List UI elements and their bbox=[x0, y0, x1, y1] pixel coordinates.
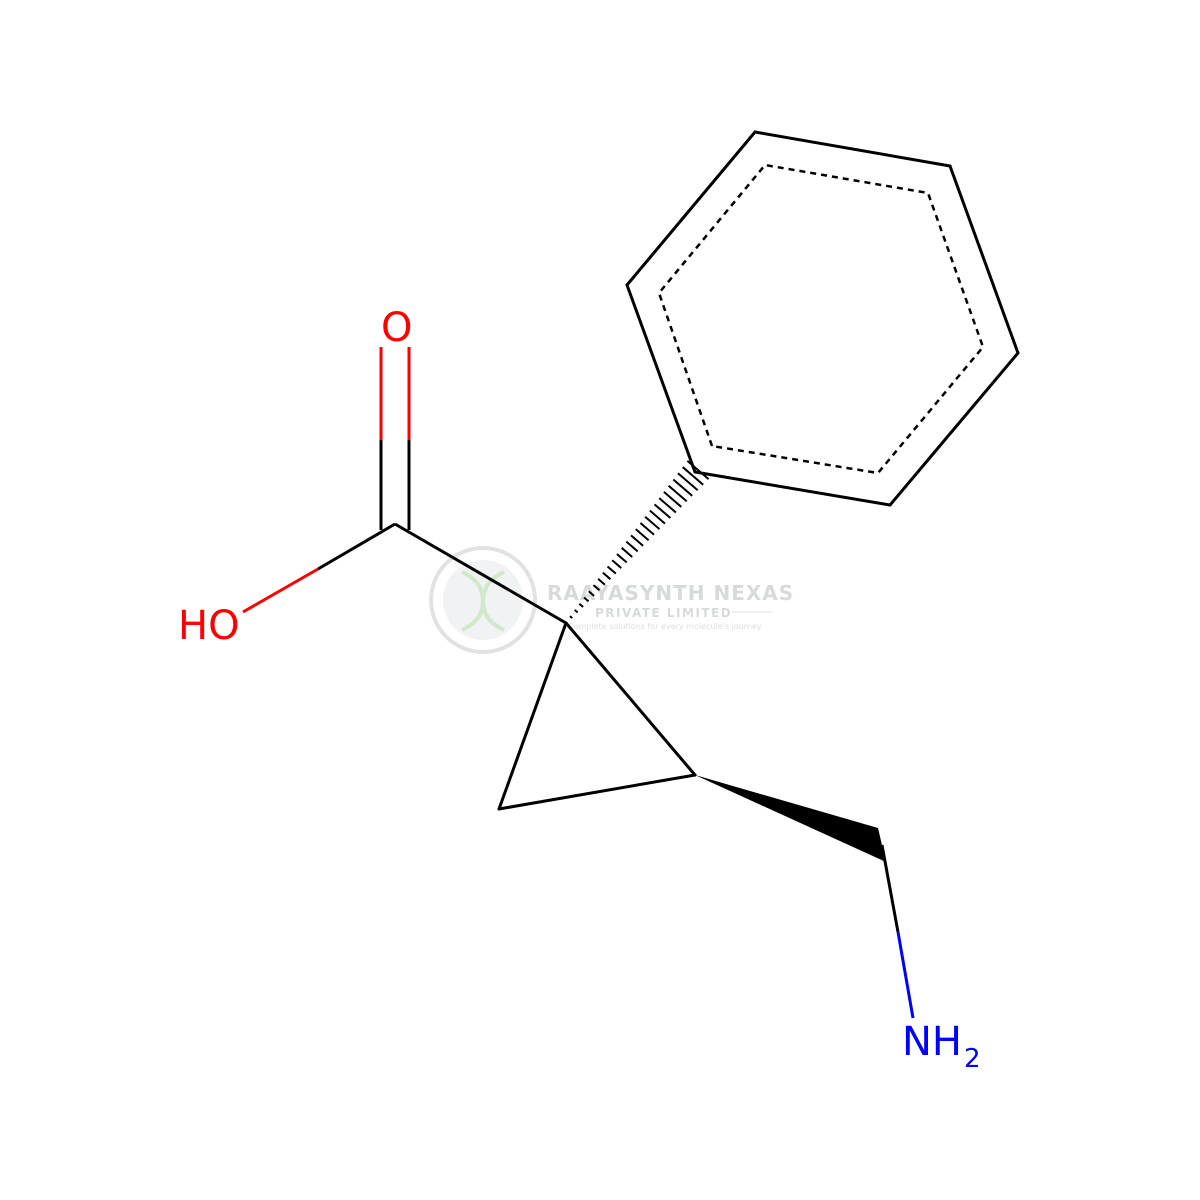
hash-stroke bbox=[620, 547, 633, 558]
watermark-title: RAAYASYNTH NEXAS bbox=[547, 581, 794, 605]
bond-c3-c2 bbox=[497, 773, 697, 811]
bond-ch2-n-black bbox=[880, 844, 900, 933]
cyclopropane-ring bbox=[497, 621, 697, 811]
bond-ring-1 bbox=[625, 283, 697, 474]
aromatic-dashed-path bbox=[657, 163, 985, 475]
bond-ring-2 bbox=[625, 130, 757, 287]
hash-stroke bbox=[583, 596, 590, 603]
hash-stroke bbox=[644, 515, 661, 530]
hash-stroke bbox=[682, 466, 704, 486]
hash-stroke bbox=[677, 472, 699, 492]
hash-stroke bbox=[649, 509, 666, 525]
hash-stroke bbox=[597, 578, 606, 586]
bond-c1-c3 bbox=[497, 621, 568, 811]
bond-c2-c1 bbox=[564, 621, 697, 777]
watermark-tagline: Complete solutions for every molecule's … bbox=[568, 622, 762, 631]
hashed-wedge-bond bbox=[564, 460, 710, 625]
watermark-logo-helix bbox=[461, 570, 505, 632]
watermark-logo-ring bbox=[429, 546, 537, 654]
hash-stroke bbox=[611, 559, 622, 569]
bond-ring-3 bbox=[753, 130, 952, 168]
amine-subscript: 2 bbox=[964, 1044, 981, 1074]
carboxylic-acid bbox=[242, 347, 567, 625]
watermark: RAAYASYNTH NEXAS PRIVATE LIMITED Complet… bbox=[429, 546, 794, 654]
atom-label-carbonyl-oxygen: O bbox=[381, 305, 412, 351]
hash-stroke bbox=[602, 571, 612, 580]
bond-c-oh-black bbox=[317, 522, 396, 571]
hash-stroke bbox=[663, 491, 682, 508]
amine-symbol: NH bbox=[902, 1019, 962, 1065]
hash-stroke bbox=[630, 534, 644, 547]
hash-stroke bbox=[592, 584, 601, 592]
bond-ring-5 bbox=[888, 351, 1020, 507]
hash-stroke bbox=[639, 522, 655, 536]
bond-ring-6 bbox=[693, 470, 892, 507]
hash-stroke bbox=[658, 497, 677, 514]
hash-stroke bbox=[606, 565, 617, 575]
hash-stroke bbox=[616, 553, 628, 564]
hash-stroke bbox=[672, 478, 693, 497]
hash-stroke bbox=[625, 540, 639, 553]
hash-stroke bbox=[635, 528, 650, 542]
atom-label-amine: NH2 bbox=[902, 1019, 981, 1074]
aromatic-inner-ring bbox=[657, 163, 985, 475]
atom-label-hydroxyl: HO bbox=[178, 603, 240, 649]
hash-stroke bbox=[686, 460, 710, 480]
bond-c-oh-red bbox=[242, 567, 319, 614]
bond-ring-4 bbox=[948, 164, 1020, 355]
hash-stroke bbox=[667, 484, 688, 503]
hash-stroke bbox=[578, 602, 584, 608]
hash-stroke bbox=[569, 615, 573, 619]
hash-stroke bbox=[588, 590, 595, 597]
hash-stroke bbox=[653, 503, 672, 519]
watermark-subtitle: PRIVATE LIMITED bbox=[595, 606, 732, 620]
hash-stroke bbox=[573, 609, 579, 614]
solid-wedge-bond bbox=[695, 775, 886, 862]
bond-ch2-n-blue bbox=[896, 931, 915, 1019]
aminomethyl-bond bbox=[880, 844, 915, 1019]
bond-c1-ccooh bbox=[394, 522, 567, 625]
benzene-ring bbox=[625, 130, 1020, 507]
